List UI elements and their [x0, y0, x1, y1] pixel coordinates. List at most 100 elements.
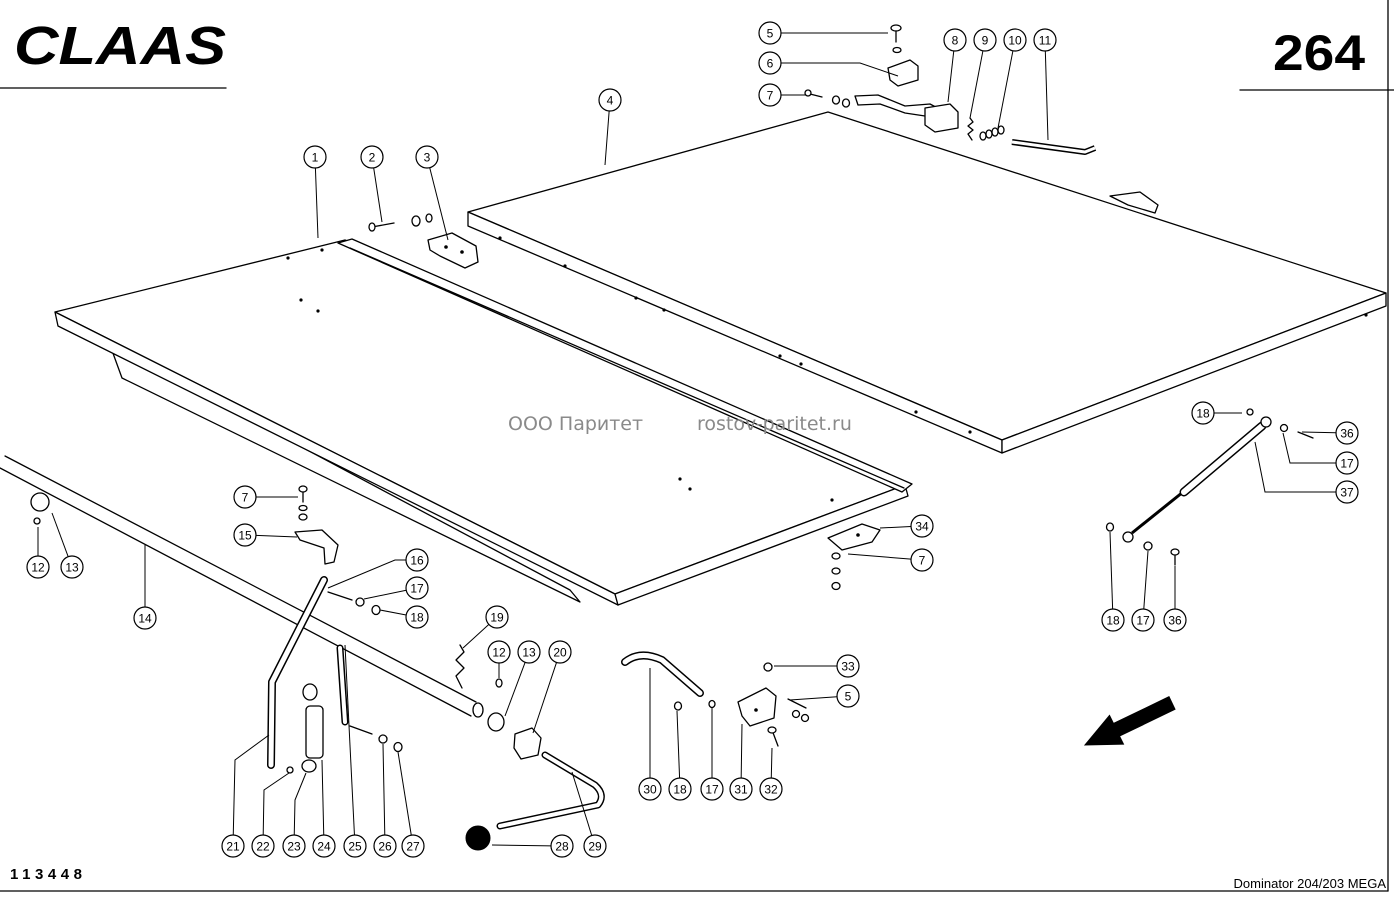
leader-line	[373, 167, 383, 223]
callout-circle	[583, 834, 607, 858]
callout-number: 12	[492, 646, 506, 660]
callout-29: 29	[571, 771, 607, 858]
leader-line	[847, 553, 912, 560]
callout-number: 19	[490, 611, 504, 625]
leader-line	[1109, 531, 1114, 610]
callout-number: 7	[767, 89, 774, 103]
callout-number: 9	[982, 34, 989, 48]
leader-line	[314, 167, 319, 239]
hinge-bracket	[368, 213, 479, 269]
leader-line	[491, 844, 552, 847]
callout-circle	[1335, 451, 1359, 475]
callout-number: 10	[1008, 34, 1022, 48]
callout-12: 12	[487, 640, 511, 678]
leader-line	[344, 644, 355, 836]
leader-line	[232, 734, 270, 836]
model-name: Dominator 204/203 MEGA	[1234, 876, 1387, 891]
callout-circle	[485, 605, 509, 629]
callout-32: 32	[759, 747, 783, 801]
callout-22: 22	[251, 772, 290, 858]
leader-line	[789, 696, 838, 701]
crank-assembly	[455, 644, 605, 851]
callout-number: 5	[767, 27, 774, 41]
callout-24: 24	[312, 759, 336, 858]
leader-line	[379, 609, 407, 616]
callout-circle	[405, 605, 429, 629]
callout-number: 8	[952, 34, 959, 48]
callout-number: 3	[424, 151, 431, 165]
callout-circle	[1335, 480, 1359, 504]
bracket-15	[294, 485, 381, 616]
leader-line	[1301, 431, 1337, 434]
leader-line	[1254, 441, 1336, 493]
callout-circle	[1335, 421, 1359, 445]
watermark: ООО Паритет rostov-paritet.ru	[508, 413, 852, 435]
cover-panel-right	[467, 111, 1387, 454]
callout-circle	[401, 834, 425, 858]
leader-line	[363, 589, 407, 600]
callout-11: 11	[1033, 28, 1057, 141]
callout-number: 7	[919, 554, 926, 568]
callout-circle	[233, 485, 257, 509]
gas-strut	[1105, 408, 1314, 566]
callout-3: 3	[415, 145, 449, 241]
callout-number: 17	[1136, 614, 1150, 628]
callout-10: 10	[997, 28, 1027, 129]
leader-line	[429, 167, 449, 241]
leader-line	[770, 747, 773, 779]
callout-circle	[758, 51, 782, 75]
callout-number: 22	[256, 840, 270, 854]
callout-number: 20	[553, 646, 567, 660]
leader-line	[676, 710, 681, 779]
callout-number: 6	[767, 57, 774, 71]
leader-line	[947, 50, 955, 103]
callout-circle	[910, 514, 934, 538]
callout-7: 7	[847, 548, 934, 572]
callout-number: 18	[1106, 614, 1120, 628]
callout-23: 23	[282, 772, 307, 858]
callout-9: 9	[969, 28, 997, 119]
callout-circle	[638, 777, 662, 801]
callout-number: 33	[841, 660, 855, 674]
drawing-number: 113448	[10, 866, 82, 883]
callout-15: 15	[233, 523, 298, 547]
callout-number: 12	[31, 561, 45, 575]
callout-circle	[1131, 608, 1155, 632]
leader-line	[781, 62, 899, 77]
callout-21: 21	[221, 734, 270, 858]
callout-17: 17	[700, 708, 724, 801]
leader-line	[571, 771, 593, 836]
callout-number: 1	[312, 151, 319, 165]
callout-5: 5	[789, 684, 860, 708]
callout-circle	[910, 548, 934, 572]
callout-number: 27	[406, 840, 420, 854]
claas-logo: CLAAS	[14, 16, 226, 76]
callout-13: 13	[504, 640, 541, 717]
callout-number: 21	[226, 840, 240, 854]
callout-26: 26	[373, 743, 397, 858]
callout-36: 36	[1301, 421, 1359, 445]
leader-line	[397, 751, 412, 836]
callout-number: 15	[238, 529, 252, 543]
callout-28: 28	[491, 834, 574, 858]
callout-number: 4	[607, 94, 614, 108]
leader-line	[1282, 432, 1336, 464]
callout-14: 14	[133, 545, 157, 630]
leader-line	[969, 50, 984, 119]
leader-line	[1143, 550, 1149, 610]
callout-20: 20	[532, 640, 572, 734]
callout-circle	[60, 555, 84, 579]
page-number: 264	[1273, 25, 1365, 81]
callout-circle	[233, 523, 257, 547]
watermark-site: rostov-paritet.ru	[697, 413, 852, 435]
callout-30: 30	[638, 668, 662, 801]
callout-circle	[360, 145, 384, 169]
callout-number: 5	[845, 690, 852, 704]
callout-5: 5	[758, 21, 888, 45]
control-rod-21	[267, 576, 403, 774]
callout-number: 23	[287, 840, 301, 854]
callout-circle	[729, 777, 753, 801]
callout-number: 2	[369, 151, 376, 165]
